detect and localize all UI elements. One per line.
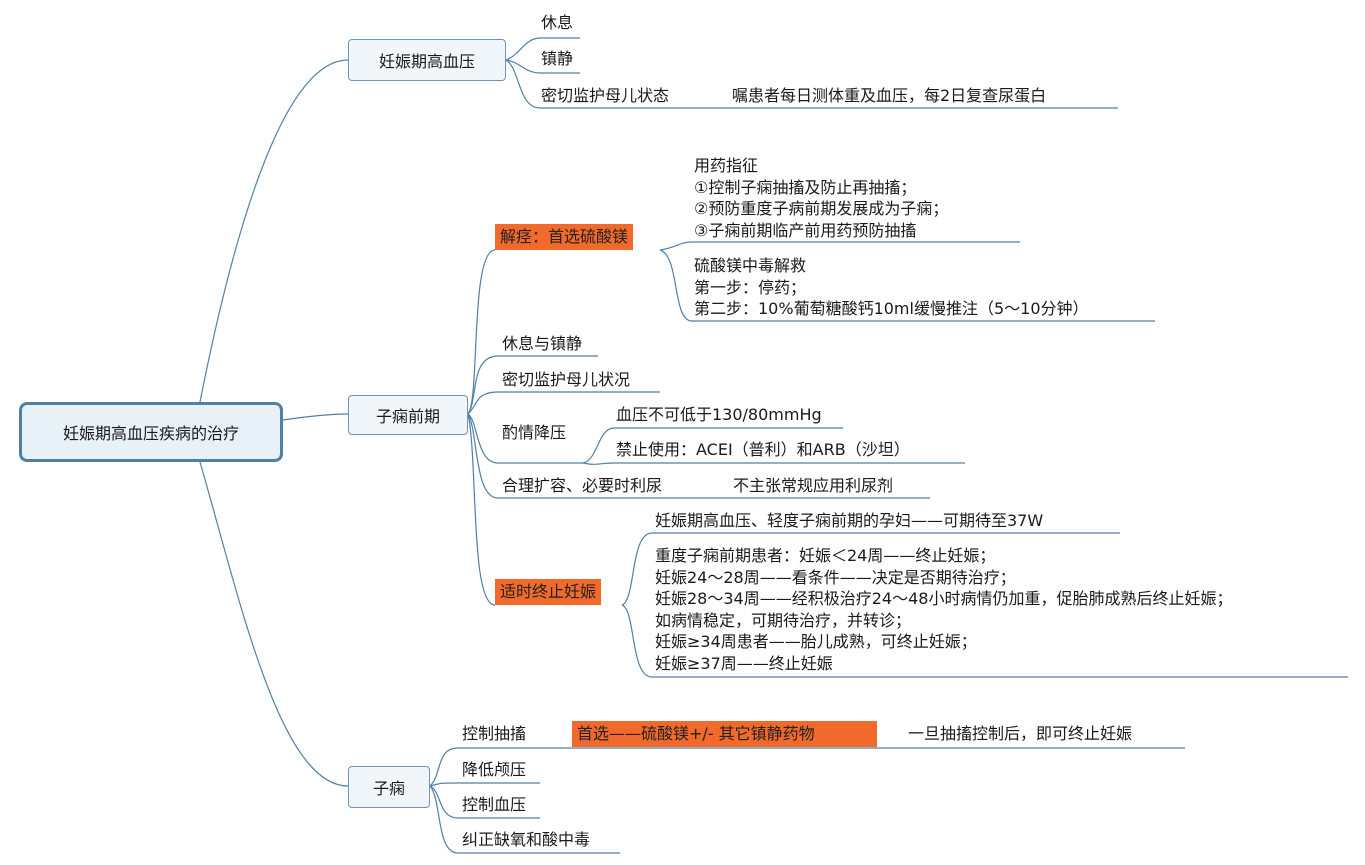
severe-case-text: 重度子痫前期患者：妊娠＜24周——终止妊娠； 妊娠24～28周——看条件——决定… — [655, 546, 1233, 673]
bp-limit-text: 血压不可低于130/80mmHg — [616, 405, 822, 424]
root-node[interactable]: 妊娠期高血压疾病的治疗 — [19, 402, 283, 462]
topic-spasmolysis-highlight[interactable]: 解痉：首选硫酸镁 — [495, 224, 634, 250]
topic-volume-diuretic[interactable]: 合理扩容、必要时利尿 — [502, 476, 663, 495]
topic-correct-hypoxia[interactable]: 纠正缺氧和酸中毒 — [462, 830, 591, 849]
topic-monitor[interactable]: 密切监护母儿状态 — [541, 86, 670, 105]
branch-label: 子痫 — [372, 779, 405, 798]
topic-close-monitoring[interactable]: 密切监护母儿状况 — [502, 370, 631, 389]
prohibited-drugs-text: 禁止使用：ACEI（普利）和ARB（沙坦） — [616, 440, 910, 459]
branch-label: 子痫前期 — [375, 407, 440, 426]
branch-eclampsia[interactable]: 子痫 — [348, 766, 430, 808]
branch-label: 妊娠期高血压 — [378, 52, 475, 71]
magnesium-rescue-text: 硫酸镁中毒解救 第一步：停药； 第二步：10%葡萄糖酸钙10ml缓慢推注（5～1… — [694, 256, 1089, 318]
seizure-note: 一旦抽搐控制后，即可终止妊娠 — [908, 724, 1133, 743]
topic-rest-sedation[interactable]: 休息与镇静 — [502, 334, 583, 353]
topic-monitor-note: 嘱患者每日测体重及血压，每2日复查尿蛋白 — [732, 86, 1047, 105]
mild-case-text: 妊娠期高血压、轻度子痫前期的孕妇——可期待至37W — [655, 511, 1044, 530]
branch-preeclampsia[interactable]: 子痫前期 — [348, 395, 468, 435]
first-choice-highlight: 首选——硫酸镁+/- 其它镇静药物 — [572, 721, 877, 747]
topic-control-bp[interactable]: 控制血压 — [462, 795, 527, 814]
indication-text: 用药指征 ①控制子痫抽搐及防止再抽搐； ②预防重度子病前期发展成为子痫； ③子痫… — [694, 156, 949, 240]
branch-gestational-hypertension[interactable]: 妊娠期高血压 — [348, 39, 506, 81]
topic-rest[interactable]: 休息 — [541, 13, 574, 32]
diuretic-note: 不主张常规应用利尿剂 — [733, 476, 894, 495]
root-label: 妊娠期高血压疾病的治疗 — [62, 424, 239, 443]
topic-lower-icp[interactable]: 降低颅压 — [462, 760, 527, 779]
topic-control-seizure[interactable]: 控制抽搐 — [462, 724, 527, 743]
topic-terminate-pregnancy-highlight[interactable]: 适时终止妊娠 — [495, 579, 602, 605]
topic-lower-bp[interactable]: 酌情降压 — [502, 423, 567, 442]
topic-sedation[interactable]: 镇静 — [541, 49, 574, 68]
